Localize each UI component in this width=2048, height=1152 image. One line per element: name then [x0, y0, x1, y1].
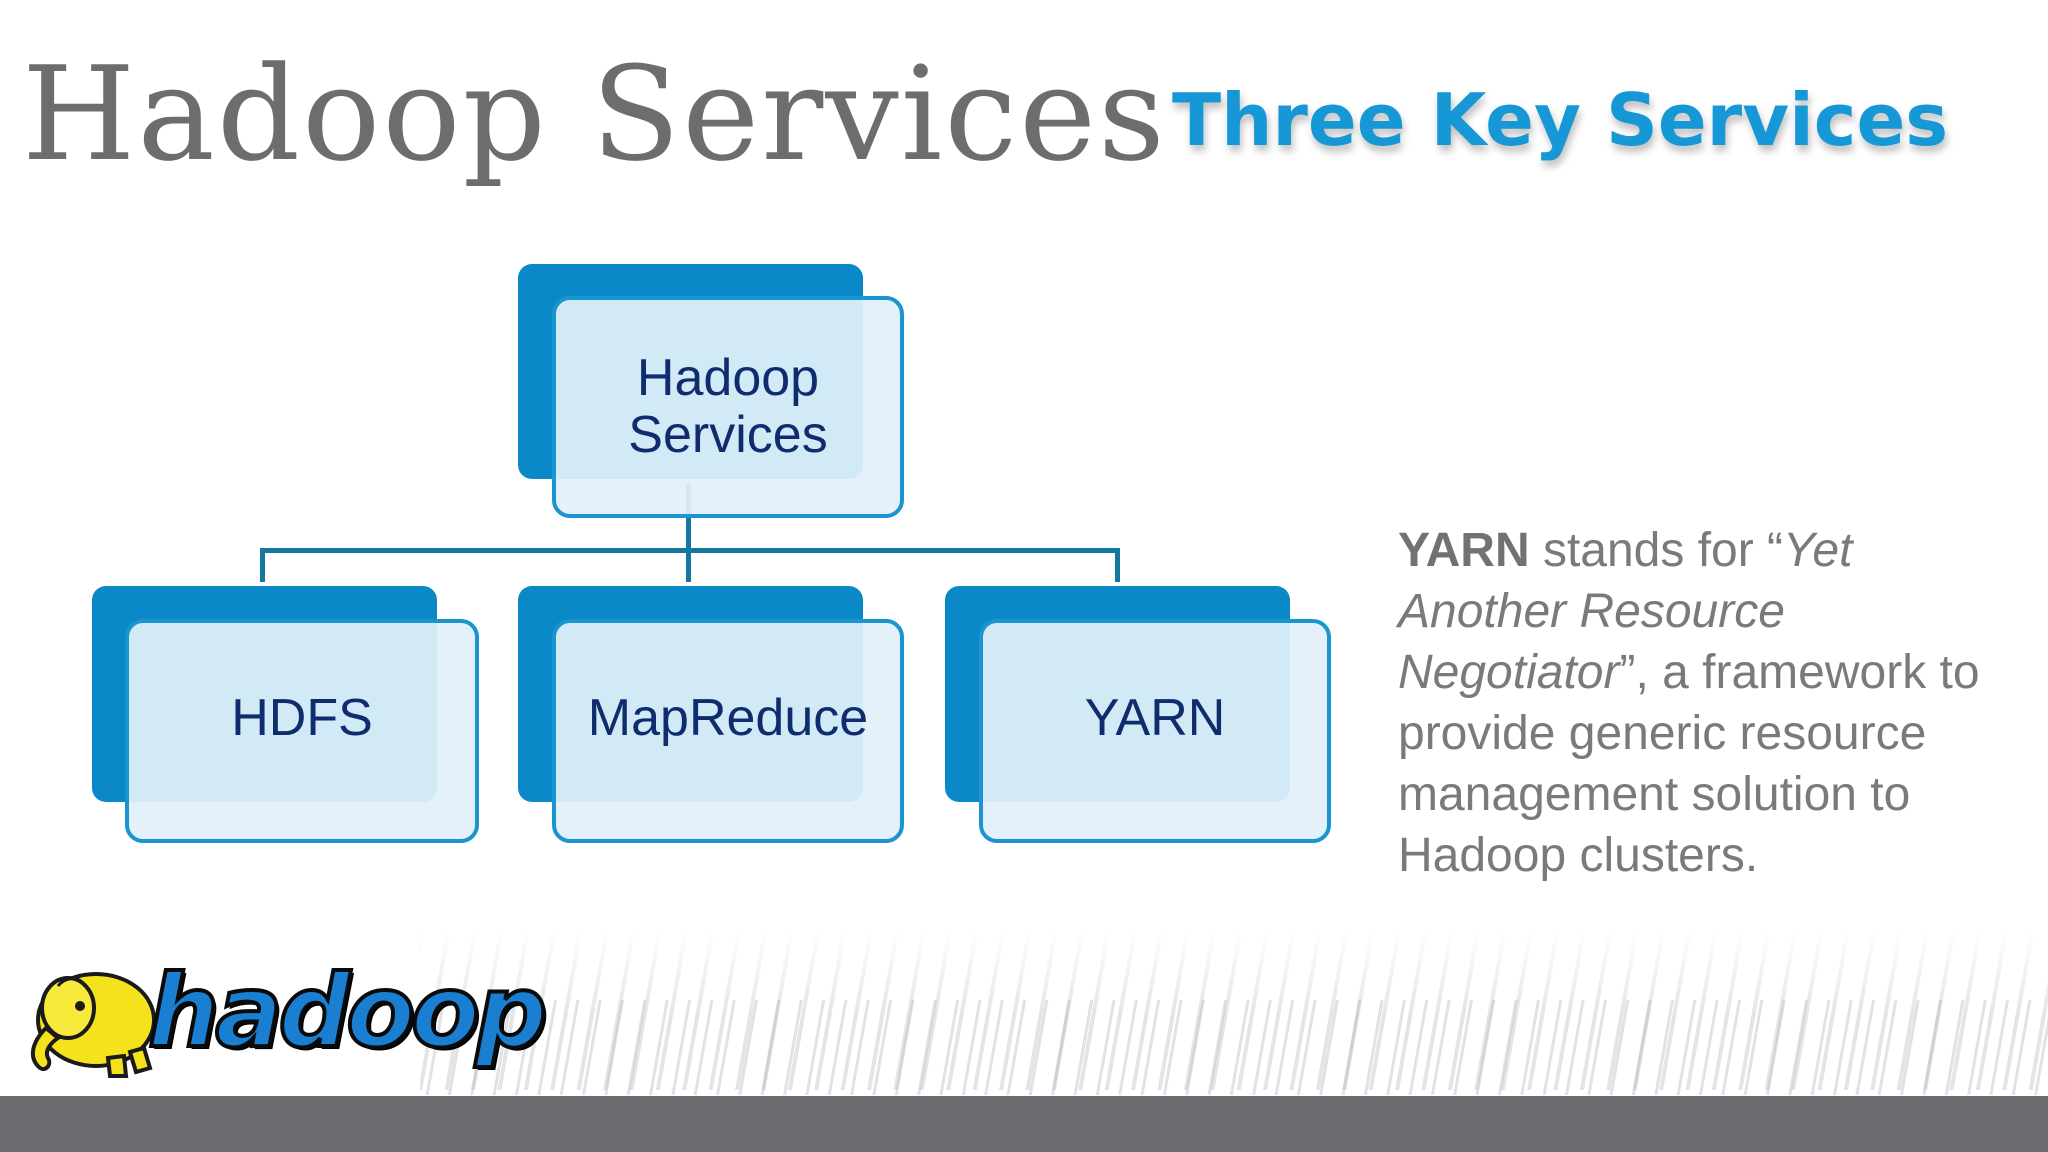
yarn-expansion: Yet Another Resource Negotiator	[1398, 524, 1853, 699]
slide-subtitle: Three Key Services	[1172, 78, 1949, 162]
node-label: HDFS	[231, 689, 373, 748]
yarn-description: YARN stands for “Yet Another Resource Ne…	[1398, 520, 1998, 886]
connector-to-mapreduce	[686, 548, 691, 582]
node-yarn: YARN	[945, 586, 1333, 844]
node-label: MapReduce	[587, 689, 869, 748]
node-front-panel	[552, 619, 904, 843]
hadoop-wordmark: hadoop	[146, 953, 549, 1070]
node-front-panel	[125, 619, 479, 843]
node-label-line2: Services	[628, 406, 828, 464]
node-label-line1: Hadoop	[636, 348, 820, 407]
connector-to-yarn	[1115, 548, 1120, 582]
connector-to-hdfs	[260, 548, 265, 582]
yellow-elephant-icon	[30, 972, 156, 1078]
footer-bar	[0, 1096, 2048, 1152]
node-mapreduce: MapReduce	[518, 586, 906, 844]
slide-title: Hadoop Services	[22, 38, 1167, 190]
hadoop-logo: hadoop	[18, 958, 549, 1083]
yarn-term: YARN	[1398, 524, 1530, 577]
decorative-dash-band	[420, 930, 2048, 1090]
yarn-text-after: ”, a framework to provide generic resour…	[1398, 646, 1980, 882]
decorative-dash-band-lower	[420, 1000, 2048, 1095]
node-hdfs: HDFS	[92, 586, 480, 844]
node-front-panel	[979, 619, 1331, 843]
node-label: YARN	[1084, 689, 1226, 748]
node-label: Hadoop Services	[552, 296, 904, 518]
node-front-panel	[552, 296, 904, 518]
node-hadoop-services: Hadoop Services	[518, 264, 906, 522]
yarn-text-before: stands for “	[1529, 524, 1784, 577]
